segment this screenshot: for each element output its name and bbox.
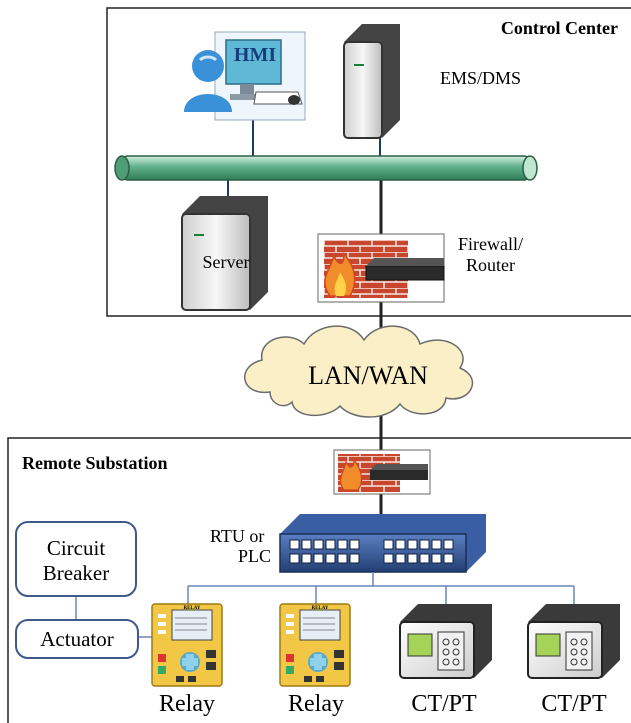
firewall-label-line1: Firewall/ bbox=[458, 234, 523, 254]
ct-pt-device-2 bbox=[527, 604, 620, 679]
firewall-label-line2: Router bbox=[466, 255, 515, 275]
relay-1-screen-title: RELAY bbox=[183, 606, 200, 611]
firewall-substation bbox=[333, 449, 431, 495]
switch-port bbox=[349, 539, 360, 550]
switch-port bbox=[349, 553, 360, 564]
switch-port bbox=[431, 539, 442, 550]
switch-port bbox=[419, 553, 430, 564]
firewall-router-control-center bbox=[317, 233, 445, 303]
server-tower bbox=[181, 196, 268, 311]
control-center-box bbox=[106, 7, 631, 317]
ctpt-1-label: CT/PT bbox=[411, 691, 477, 717]
switch-port bbox=[443, 539, 454, 550]
ems-dms-server bbox=[343, 24, 400, 139]
substation-title: Remote Substation bbox=[22, 453, 168, 473]
switch-port bbox=[383, 553, 394, 564]
switch-port bbox=[443, 553, 454, 564]
switch-port bbox=[431, 553, 442, 564]
ct-pt-device-1 bbox=[399, 604, 492, 679]
switch-port bbox=[325, 539, 336, 550]
mouse bbox=[288, 95, 300, 105]
breaker-label-line2: Breaker bbox=[43, 561, 109, 585]
substation-box bbox=[7, 437, 631, 723]
switch-ports bbox=[289, 539, 454, 564]
router-icon bbox=[365, 265, 445, 281]
fire-icon-small bbox=[339, 458, 363, 491]
circuit-breaker-box bbox=[15, 521, 137, 597]
rtu-plc-switch bbox=[279, 514, 486, 573]
switch-port bbox=[313, 553, 324, 564]
relay-1-label: Relay bbox=[159, 691, 215, 717]
switch-port bbox=[407, 553, 418, 564]
relay-2-screen-title: RELAY bbox=[311, 606, 328, 611]
hmi-workstation bbox=[184, 31, 306, 121]
switch-port bbox=[289, 539, 300, 550]
switch-port bbox=[383, 539, 394, 550]
switch-port bbox=[301, 539, 312, 550]
relay-device-1: RELAY bbox=[151, 603, 223, 687]
hmi-label: HMI bbox=[234, 44, 276, 66]
switch-port bbox=[419, 539, 430, 550]
switch-port bbox=[313, 539, 324, 550]
rtu-label-line2: PLC bbox=[238, 546, 271, 566]
network-bus bbox=[114, 155, 538, 181]
actuator-label: Actuator bbox=[40, 627, 113, 651]
switch-port bbox=[289, 553, 300, 564]
control-center-title: Control Center bbox=[501, 18, 618, 38]
switch-port bbox=[325, 553, 336, 564]
ems-dms-label: EMS/DMS bbox=[440, 68, 521, 88]
lan-wan-cloud bbox=[244, 325, 474, 418]
relay-2-label: Relay bbox=[288, 691, 344, 717]
ctpt-2-label: CT/PT bbox=[541, 691, 607, 717]
breaker-label-line1: Circuit bbox=[47, 536, 105, 560]
switch-port bbox=[337, 553, 348, 564]
switch-port bbox=[407, 539, 418, 550]
cloud-label: LAN/WAN bbox=[308, 361, 428, 390]
switch-port bbox=[395, 553, 406, 564]
switch-port bbox=[301, 553, 312, 564]
switch-port bbox=[395, 539, 406, 550]
device-links bbox=[75, 572, 575, 638]
server-label: Server bbox=[203, 252, 250, 272]
switch-port bbox=[337, 539, 348, 550]
rtu-label-line1: RTU or bbox=[210, 526, 264, 546]
relay-device-2: RELAY bbox=[279, 603, 351, 687]
actuator-box bbox=[15, 619, 139, 659]
user-icon bbox=[184, 50, 232, 112]
